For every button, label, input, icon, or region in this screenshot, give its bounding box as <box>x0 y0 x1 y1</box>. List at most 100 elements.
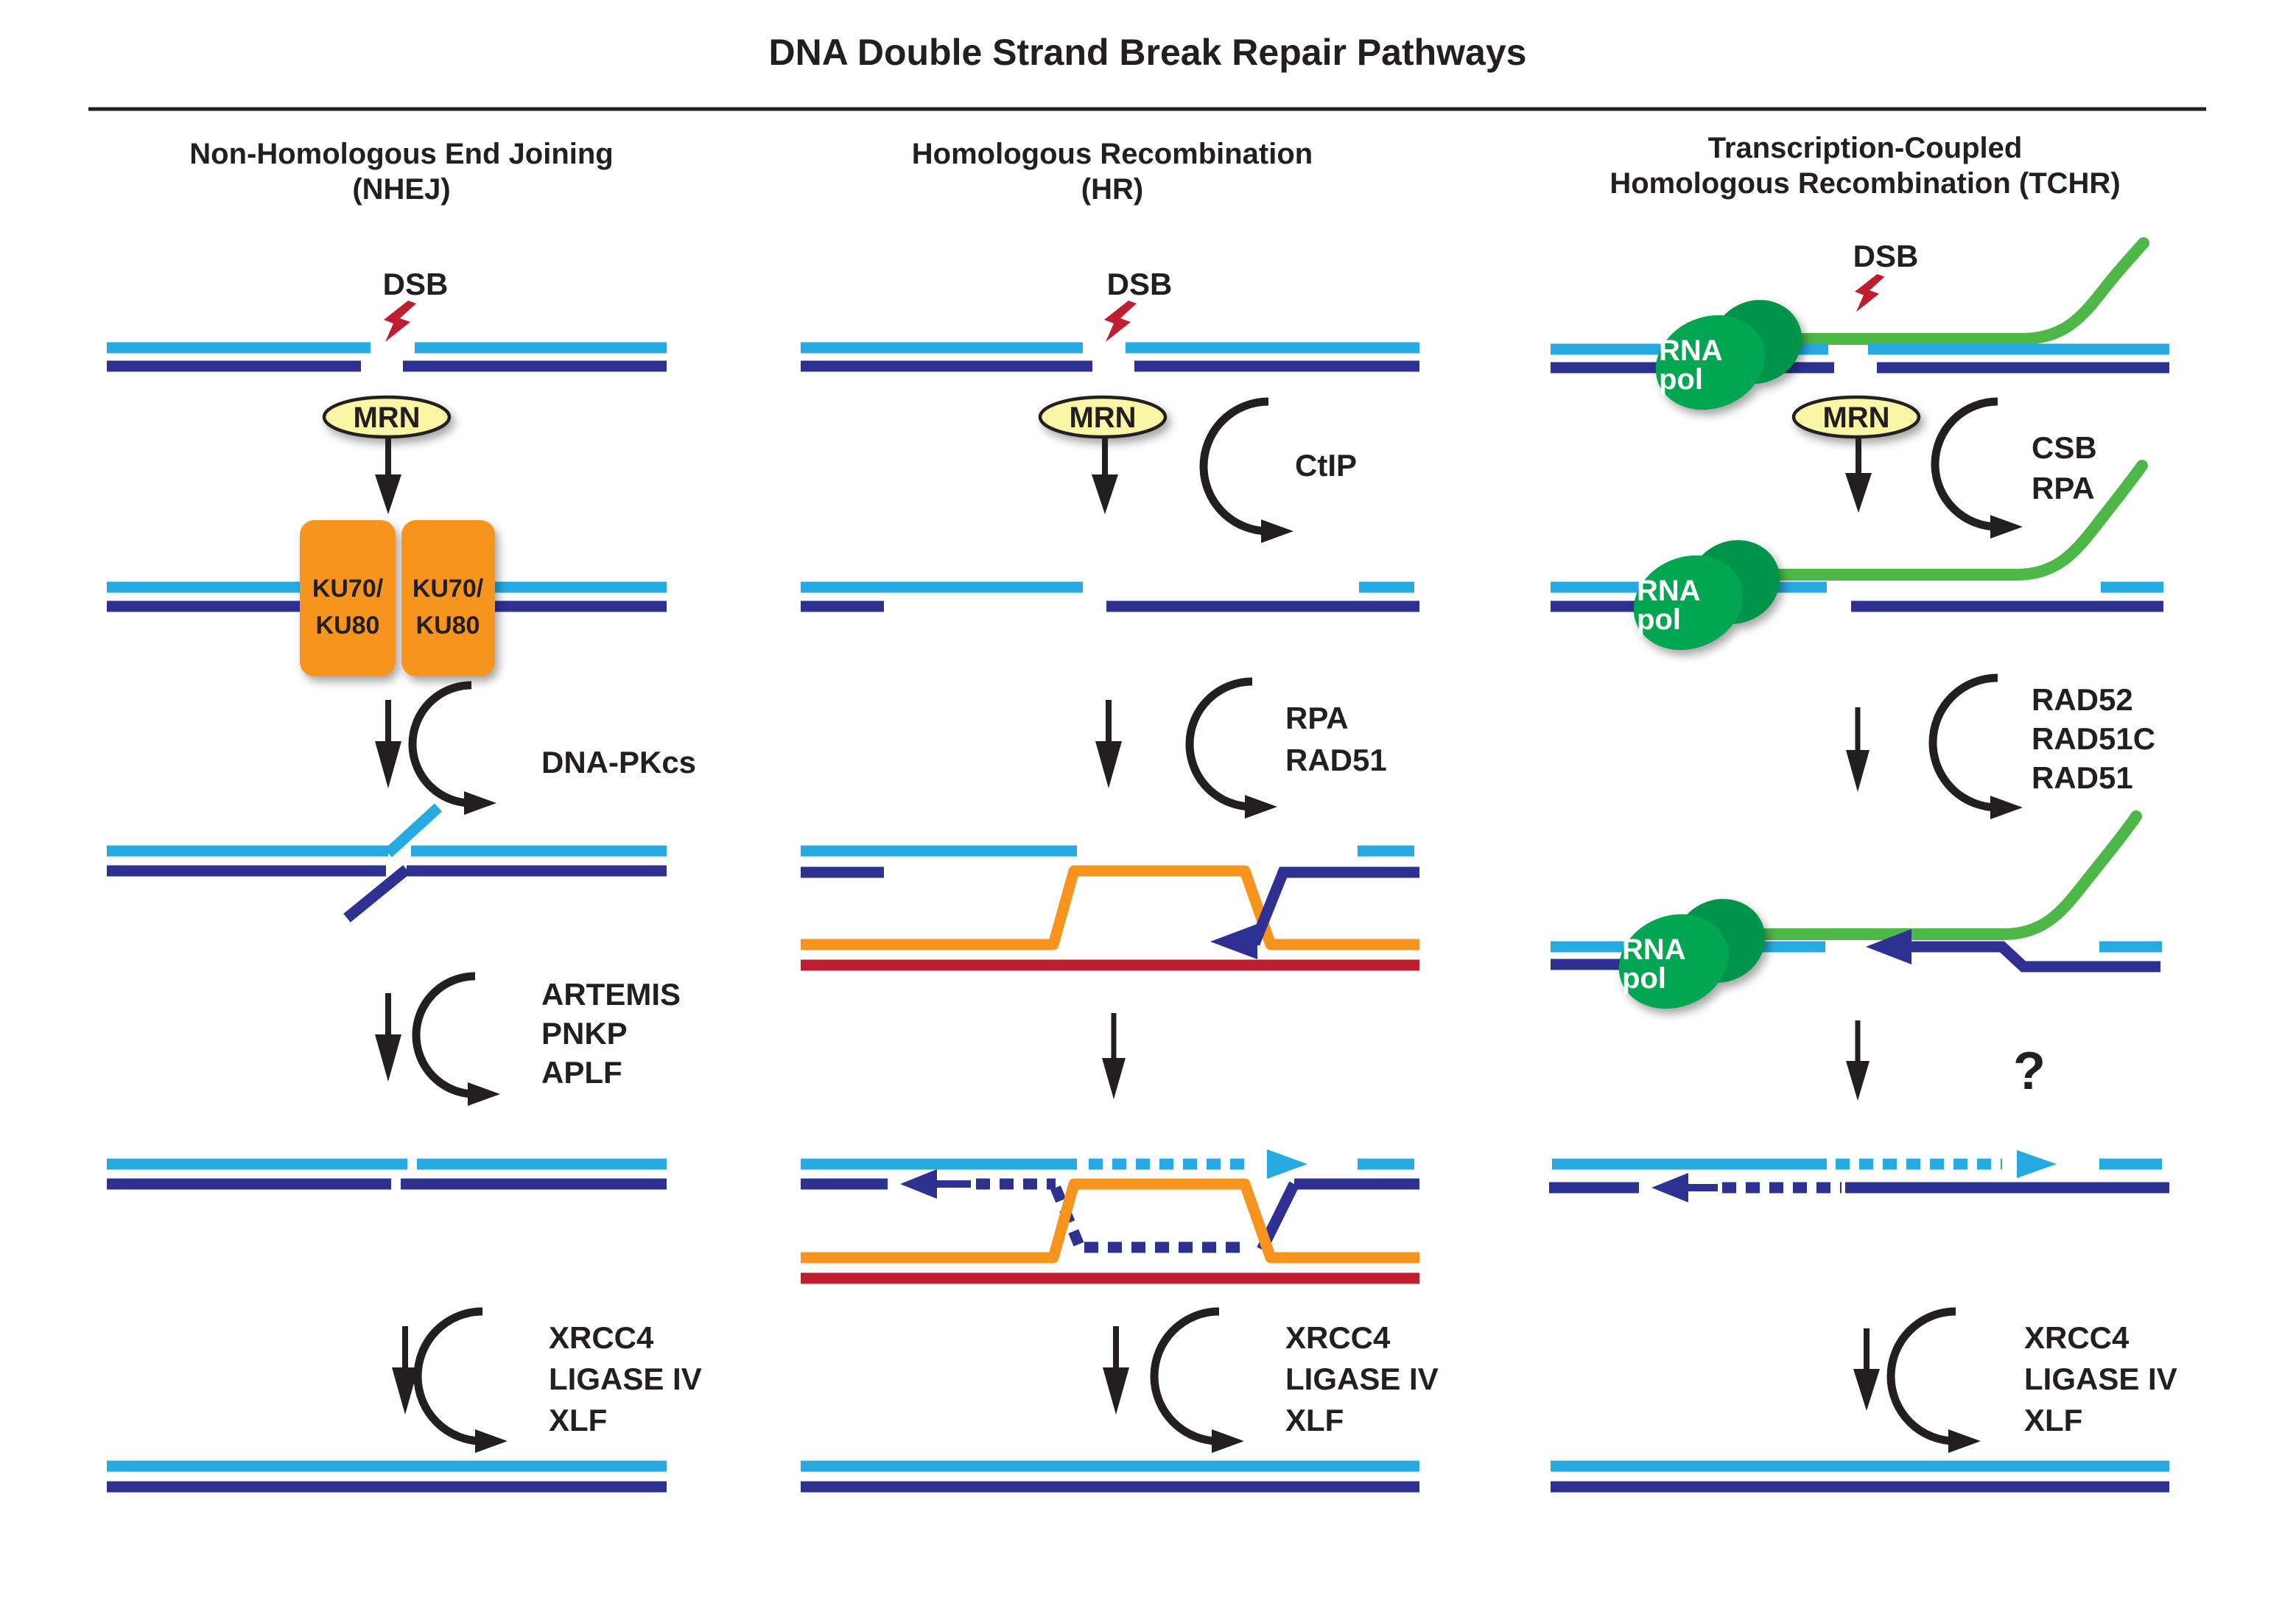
dsb-label: DSB <box>1107 267 1173 301</box>
rna-polymerase <box>1633 540 1780 651</box>
synthesis-arrowhead-left <box>1651 1173 1688 1202</box>
enzyme-arc-arrow <box>1931 397 2023 539</box>
down-arrow-head <box>1853 1369 1880 1411</box>
donor-strand-dloop <box>801 1178 1419 1264</box>
broken-duplex <box>107 342 667 372</box>
rna-pol-label: RNA <box>1637 575 1701 607</box>
column-header: Non-Homologous End Joining <box>189 138 613 170</box>
enzyme-label: RAD52 <box>2032 682 2133 717</box>
column-header: Transcription-Coupled <box>1708 132 2023 164</box>
enzyme-label: ARTEMIS <box>541 977 681 1012</box>
rna-pol-label: pol <box>1637 603 1681 636</box>
ku-label: KU80 <box>416 612 480 640</box>
strand-invasion-dloop <box>801 845 1419 971</box>
enzyme-label: RPA <box>2032 471 2095 505</box>
down-arrow-head <box>375 474 401 514</box>
enzyme-arc-arrow <box>412 972 500 1106</box>
enzyme-label: XLF <box>2024 1403 2082 1437</box>
donor-strand-dloop <box>801 865 1419 950</box>
figure-title: DNA Double Strand Break Repair Pathways <box>769 32 1527 73</box>
rna-pol-label: RNA <box>1622 933 1686 966</box>
down-arrow-head <box>1095 741 1122 788</box>
mrn-complex <box>322 395 452 439</box>
ku-label: KU70/ <box>412 575 484 603</box>
mrn-label: MRN <box>353 402 420 434</box>
ku-heterodimer-right <box>401 520 495 676</box>
enzyme-label: RAD51C <box>2032 721 2155 756</box>
down-arrow-head <box>1103 1367 1129 1415</box>
enzyme-label: RPA <box>1285 701 1349 735</box>
synthesis-arrowhead-left <box>900 1169 937 1199</box>
enzyme-arc-arrow <box>413 1307 508 1453</box>
enzyme-label: XLF <box>1285 1403 1344 1437</box>
mrn-ellipse <box>1038 395 1168 439</box>
down-arrow-head <box>1846 1061 1870 1101</box>
down-arrow-head <box>1102 1058 1126 1099</box>
column-header: (NHEJ) <box>352 173 450 206</box>
invading-strand <box>1911 941 2160 973</box>
enzyme-arc-arrow <box>1928 673 2023 819</box>
invading-strand <box>1249 866 1419 946</box>
column-header: (HR) <box>1081 173 1143 206</box>
mrn-label: MRN <box>1069 402 1136 434</box>
nascent-rna-strand <box>1747 460 2148 581</box>
enzyme-arc-arrow <box>1199 397 1293 543</box>
ku-box <box>300 520 396 676</box>
enzyme-label: DNA-PKcs <box>541 745 696 780</box>
dsb-label: DSB <box>1853 239 1919 273</box>
enzyme-label: PNKP <box>541 1016 628 1051</box>
column-tchr: Transcription-Coupled Homologous Recombi… <box>1549 132 2177 1493</box>
rna-pol-label: pol <box>1622 962 1666 995</box>
enzyme-label: LIGASE IV <box>549 1362 702 1396</box>
synthesis-fill-in <box>1549 1150 2169 1202</box>
down-arrow-head <box>1092 474 1118 514</box>
rna-polymerase <box>1618 899 1766 1009</box>
flapped-ends <box>107 803 667 922</box>
enzyme-label: CSB <box>2032 430 2097 465</box>
mrn-complex <box>1791 395 1921 439</box>
lightning-bolt-icon <box>1855 274 1885 312</box>
column-hr: Homologous Recombination (HR) DSB MRN Ct… <box>801 138 1439 1493</box>
enzyme-arc-arrow <box>408 681 496 815</box>
synthesis-arrowhead-right <box>1267 1149 1307 1179</box>
dloop-synthesis <box>801 1149 1419 1284</box>
mrn-complex <box>1038 395 1168 439</box>
ku-label: KU80 <box>316 612 380 640</box>
enzyme-label: XRCC4 <box>549 1320 654 1355</box>
lightning-bolt-icon <box>1104 301 1137 342</box>
down-arrow-head <box>1845 473 1872 513</box>
rna-pol-label: RNA <box>1659 334 1723 367</box>
enzyme-arc-arrow <box>1150 1307 1244 1453</box>
down-arrow-head <box>375 1034 401 1082</box>
nascent-rna-strand <box>1740 810 2142 940</box>
down-arrow-head <box>1846 750 1870 792</box>
dsb-label: DSB <box>383 267 449 301</box>
column-header: Homologous Recombination (TCHR) <box>1609 167 2120 200</box>
rna-pol-front-lobe <box>1633 555 1744 651</box>
column-nhej: Non-Homologous End Joining (NHEJ) DSB MR… <box>107 138 702 1493</box>
enzyme-arc-arrow <box>1185 677 1277 819</box>
enzyme-arc-arrow <box>1886 1307 1981 1453</box>
antisense-flap <box>343 865 410 922</box>
ku-heterodimer-left <box>300 520 396 676</box>
mrn-ellipse <box>322 395 452 439</box>
down-arrow-head <box>375 741 401 788</box>
enzyme-label: LIGASE IV <box>2024 1362 2177 1396</box>
rna-pol-label: pol <box>1659 363 1703 396</box>
enzyme-label: XRCC4 <box>1285 1320 1391 1355</box>
rna-polymerase <box>1655 300 1802 410</box>
column-header: Homologous Recombination <box>912 138 1313 170</box>
enzyme-label: CtIP <box>1295 448 1357 483</box>
mrn-ellipse <box>1791 395 1921 439</box>
invading-strand-arrowhead <box>1210 924 1257 959</box>
enzyme-label: APLF <box>541 1055 622 1090</box>
enzyme-label: XLF <box>549 1403 607 1437</box>
lightning-bolt-icon <box>384 301 416 342</box>
unknown-step-label: ? <box>2013 1042 2046 1101</box>
down-arrow-head <box>392 1367 418 1415</box>
sense-flap <box>384 803 443 858</box>
nascent-rna-strand <box>1755 237 2149 345</box>
ku-label: KU70/ <box>312 575 384 603</box>
